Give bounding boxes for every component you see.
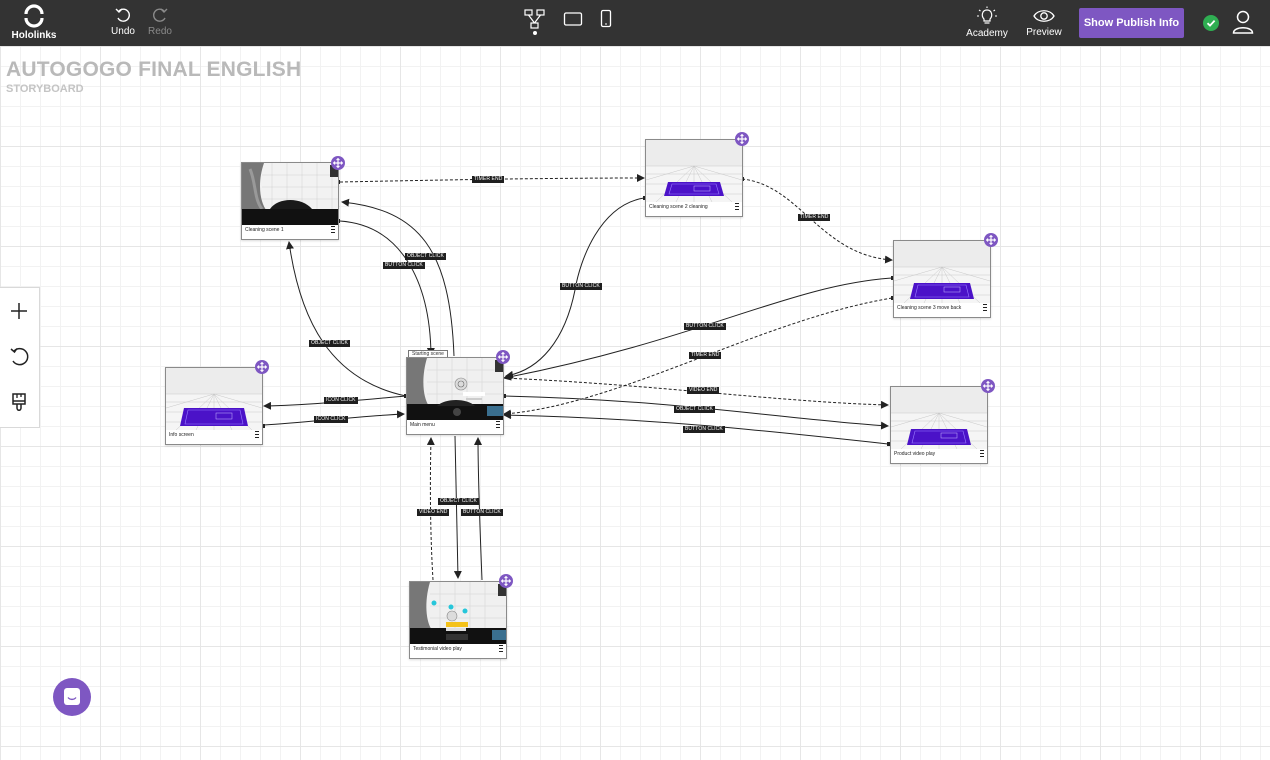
scene-thumbnail — [166, 368, 262, 430]
eye-icon — [1033, 10, 1055, 22]
add-icon[interactable] — [7, 299, 31, 323]
link-main-to-product-object[interactable] — [503, 395, 889, 430]
link-label-timer-end: TIMER END — [689, 352, 722, 359]
scene-menu-icon[interactable] — [255, 431, 259, 441]
scene-thumbnail — [242, 163, 338, 225]
scene-card-main-menu[interactable]: Main menu — [406, 357, 504, 435]
show-publish-info-button[interactable]: Show Publish Info — [1079, 8, 1184, 38]
link-label-icon-click: ICON CLICK — [314, 416, 348, 423]
scene-card-testimonial-video-play[interactable]: Testimonial video play — [409, 581, 507, 659]
user-account-icon[interactable] — [1232, 10, 1254, 34]
scene-name: Cleaning scene 2 cleaning — [649, 204, 708, 210]
lightbulb-icon — [977, 6, 997, 24]
scene-menu-icon[interactable] — [735, 203, 739, 213]
scene-thumbnail — [407, 358, 503, 420]
hololinks-logo[interactable]: Hololinks — [8, 4, 60, 41]
move-icon[interactable] — [981, 379, 995, 393]
desktop-view-icon[interactable] — [563, 10, 583, 28]
active-view-indicator — [533, 31, 537, 35]
link-label-button-click: BUTTON CLICK — [683, 426, 725, 433]
link-label-object-click: OBJECT CLICK — [309, 340, 350, 347]
link-product-to-main[interactable] — [503, 411, 889, 445]
view-switcher — [520, 8, 620, 38]
mobile-view-icon[interactable] — [600, 9, 612, 29]
link-cleaning1-to-main[interactable] — [339, 220, 435, 356]
academy-label: Academy — [966, 28, 1008, 39]
link-label-object-click: OBJECT CLICK — [405, 253, 446, 260]
scene-menu-icon[interactable] — [496, 421, 500, 431]
preview-button[interactable]: Preview — [1022, 7, 1066, 38]
link-label-button-click: BUTTON CLICK — [684, 323, 726, 330]
move-icon[interactable] — [499, 574, 513, 588]
redo-label: Redo — [148, 26, 172, 37]
link-label-video-end: VIDEO END — [687, 387, 720, 394]
scene-thumbnail — [891, 387, 987, 449]
scene-card-info-screen[interactable]: Info screen — [165, 367, 263, 445]
project-title: AUTOGOGO FINAL ENGLISH — [6, 58, 302, 81]
storyboard-view-icon[interactable] — [524, 8, 546, 30]
link-label-icon-click: ICON CLICK — [324, 397, 358, 404]
link-cleaning3-to-main[interactable] — [503, 277, 893, 381]
scene-name: Cleaning scene 3 move back — [897, 305, 962, 311]
scene-menu-icon[interactable] — [331, 226, 335, 236]
undo-icon — [115, 8, 130, 22]
logo-label: Hololinks — [11, 30, 57, 41]
academy-button[interactable]: Academy — [964, 6, 1010, 39]
move-icon[interactable] — [331, 156, 345, 170]
scene-menu-icon[interactable] — [499, 645, 503, 655]
move-icon[interactable] — [984, 233, 998, 247]
move-icon[interactable] — [735, 132, 749, 146]
scene-thumbnail — [894, 241, 990, 303]
chat-support-button[interactable] — [53, 678, 91, 716]
link-label-object-click: OBJECT CLICK — [438, 498, 479, 505]
move-icon[interactable] — [496, 350, 510, 364]
link-label-button-click: BUTTON CLICK — [383, 262, 425, 269]
chat-icon — [64, 688, 80, 705]
publish-status-badge — [1203, 15, 1219, 31]
link-cleaning3-to-main-timer[interactable] — [503, 297, 893, 418]
scene-menu-icon[interactable] — [980, 450, 984, 460]
scene-thumbnail — [646, 140, 742, 202]
move-icon[interactable] — [255, 360, 269, 374]
check-icon — [1206, 19, 1216, 27]
scene-card-cleaning-scene-3[interactable]: Cleaning scene 3 move back — [893, 240, 991, 318]
scene-card-cleaning-scene-1[interactable]: Cleaning scene 1 — [241, 162, 339, 240]
link-main-to-testimonial[interactable] — [453, 435, 462, 579]
left-toolbar — [0, 287, 40, 428]
project-subtitle: STORYBOARD — [6, 83, 84, 95]
scene-thumbnail — [410, 582, 506, 644]
link-cleaning2-to-main[interactable] — [505, 197, 645, 379]
top-bar: Hololinks Undo Redo — [0, 0, 1270, 46]
brush-icon[interactable] — [7, 391, 31, 415]
reset-icon[interactable] — [7, 345, 31, 369]
link-label-object-click: OBJECT CLICK — [674, 406, 715, 413]
scene-name: Main menu — [410, 422, 435, 428]
redo-button[interactable]: Redo — [146, 6, 174, 37]
redo-icon — [153, 8, 168, 22]
link-label-button-click: BUTTON CLICK — [560, 283, 602, 290]
scene-card-product-video-play[interactable]: Product video play — [890, 386, 988, 464]
link-main-to-cleaning1[interactable] — [341, 198, 455, 357]
hololinks-logo-icon — [24, 4, 44, 28]
link-testimonial-to-main-button[interactable] — [474, 437, 483, 581]
undo-label: Undo — [111, 26, 135, 37]
scene-name: Testimonial video play — [413, 646, 462, 652]
link-label-video-end: VIDEO END — [417, 509, 450, 516]
link-label-button-click: BUTTON CLICK — [461, 509, 503, 516]
scene-name: Cleaning scene 1 — [245, 227, 284, 233]
link-label-timer-end: TIMER END — [472, 176, 505, 183]
scene-card-cleaning-scene-2[interactable]: Cleaning scene 2 cleaning — [645, 139, 743, 217]
undo-button[interactable]: Undo — [108, 6, 138, 37]
scene-menu-icon[interactable] — [983, 304, 987, 314]
scene-name: Product video play — [894, 451, 936, 457]
preview-label: Preview — [1026, 27, 1062, 38]
scene-name: Info screen — [169, 432, 194, 438]
link-testimonial-to-main-video[interactable] — [426, 437, 435, 581]
link-label-timer-end: TIMER END — [798, 214, 831, 221]
